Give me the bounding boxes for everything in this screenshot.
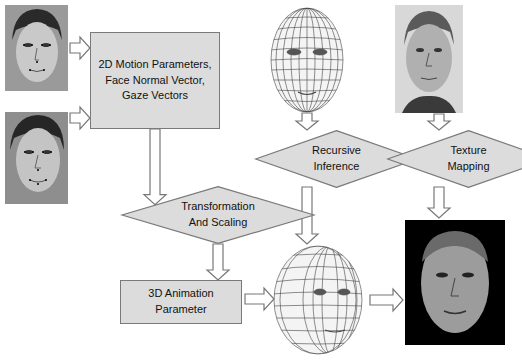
process-box: 3D Animation Parameter: [120, 280, 242, 324]
face-photo: [395, 5, 463, 113]
diamond-outline: [386, 130, 522, 188]
block-arrow: [144, 129, 166, 205]
face-photo: [5, 112, 68, 204]
decision-diamond: Transformation And Scaling: [120, 186, 316, 244]
node-label: 2D Motion Parameters, Face Normal Vector…: [93, 57, 217, 105]
rendered-face: [405, 220, 505, 345]
wireframe-head: [270, 8, 344, 112]
decision-diamond: Texture Mapping: [386, 130, 522, 188]
node-label: Transformation And Scaling: [176, 199, 260, 231]
face-photo: [5, 5, 68, 91]
block-arrow: [70, 37, 450, 311]
process-box: 2D Motion Parameters, Face Normal Vector…: [90, 32, 220, 129]
diamond-outline: [120, 186, 316, 244]
node-label: 3D Animation Parameter: [129, 286, 233, 318]
wireframe-head: [272, 246, 364, 354]
block-arrow: [207, 244, 229, 280]
node-label: Recursive Inference: [302, 143, 372, 175]
node-label: Texture Mapping: [434, 143, 504, 175]
